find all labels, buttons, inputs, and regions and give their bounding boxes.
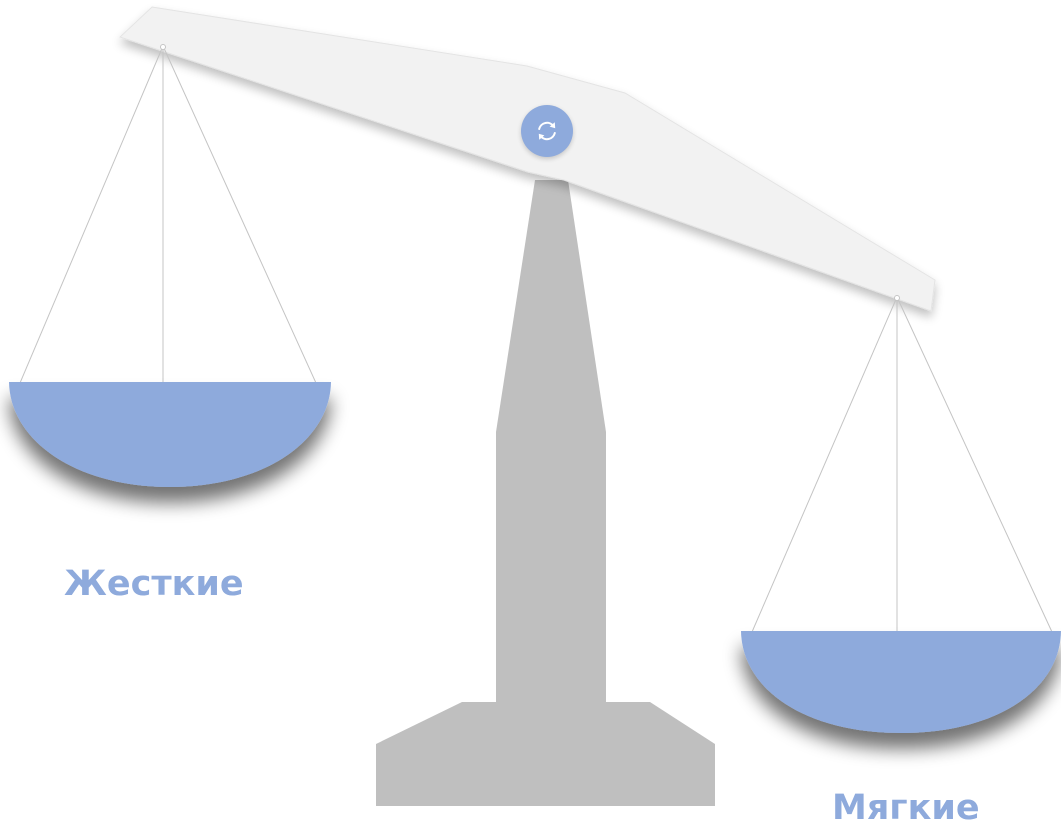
stand-column (496, 180, 606, 702)
rotate-icon (538, 121, 556, 141)
stand-base (376, 702, 715, 806)
left-pan-strings (19, 44, 317, 384)
right-pan (741, 631, 1061, 733)
pivot-rotate-button[interactable] (521, 105, 573, 157)
right-pan-strings (751, 295, 1053, 633)
left-pan (9, 382, 331, 487)
scale-beam (119, 6, 936, 312)
right-pan-label: Мягкие (832, 788, 980, 828)
scale-stand (376, 180, 715, 806)
left-pan-label: Жесткие (64, 564, 244, 604)
